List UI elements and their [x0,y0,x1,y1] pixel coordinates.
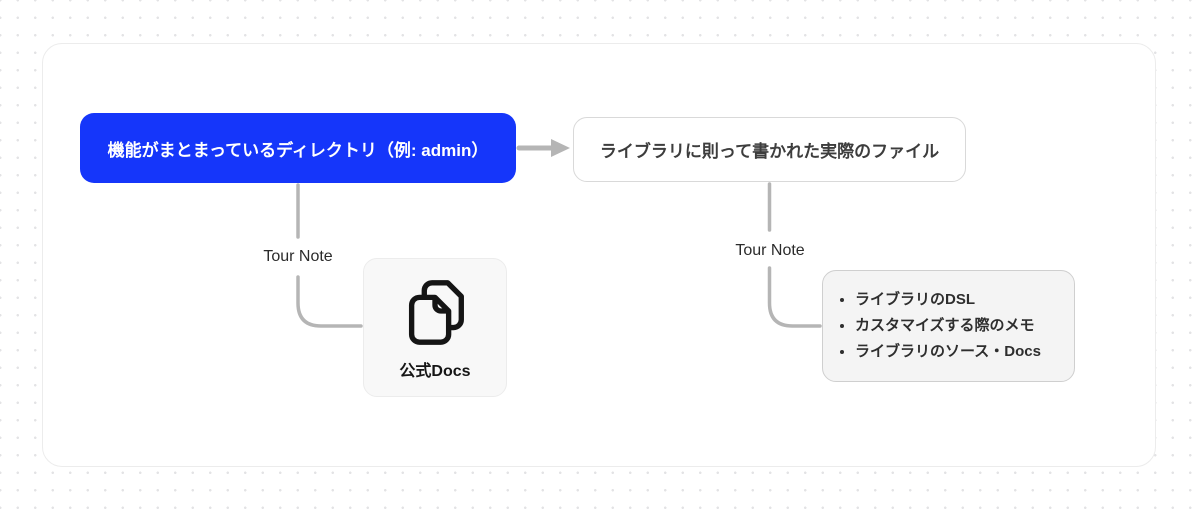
official-docs-label: 公式Docs [399,363,471,380]
node-actual-file: ライブラリに則って書かれた実際のファイル [573,117,966,182]
tour-note-list: ライブラリのDSL カスタマイズする際のメモ ライブラリのソース・Docs [837,287,1041,365]
tour-note-contents-card: ライブラリのDSL カスタマイズする際のメモ ライブラリのソース・Docs [822,270,1075,382]
files-icon [408,280,464,345]
tour-note-item: ライブラリのソース・Docs [855,339,1041,365]
tour-note-item: ライブラリのDSL [855,287,1041,313]
left-edge-label: Tour Note [261,248,335,266]
node-feature-directory: 機能がまとまっているディレクトリ（例: admin） [80,113,516,183]
node-actual-file-label: ライブラリに則って書かれた実際のファイル [599,142,940,161]
node-feature-directory-label: 機能がまとまっているディレクトリ（例: admin） [107,140,489,160]
tour-note-item: カスタマイズする際のメモ [855,313,1041,339]
right-edge-label: Tour Note [733,242,807,260]
diagram-panel [42,43,1156,467]
official-docs-card: 公式Docs [363,258,507,397]
